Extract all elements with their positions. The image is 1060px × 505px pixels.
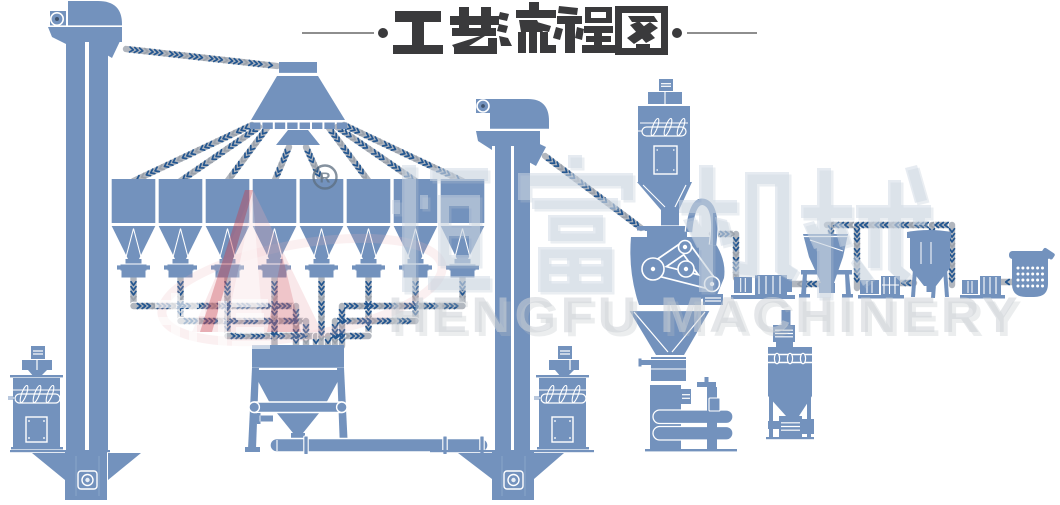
svg-text:R: R xyxy=(320,170,331,187)
svg-text:HENGFU MACHINERY: HENGFU MACHINERY xyxy=(392,291,1026,347)
svg-text:HENGFU MACHINERY: HENGFU MACHINERY xyxy=(388,287,1022,343)
